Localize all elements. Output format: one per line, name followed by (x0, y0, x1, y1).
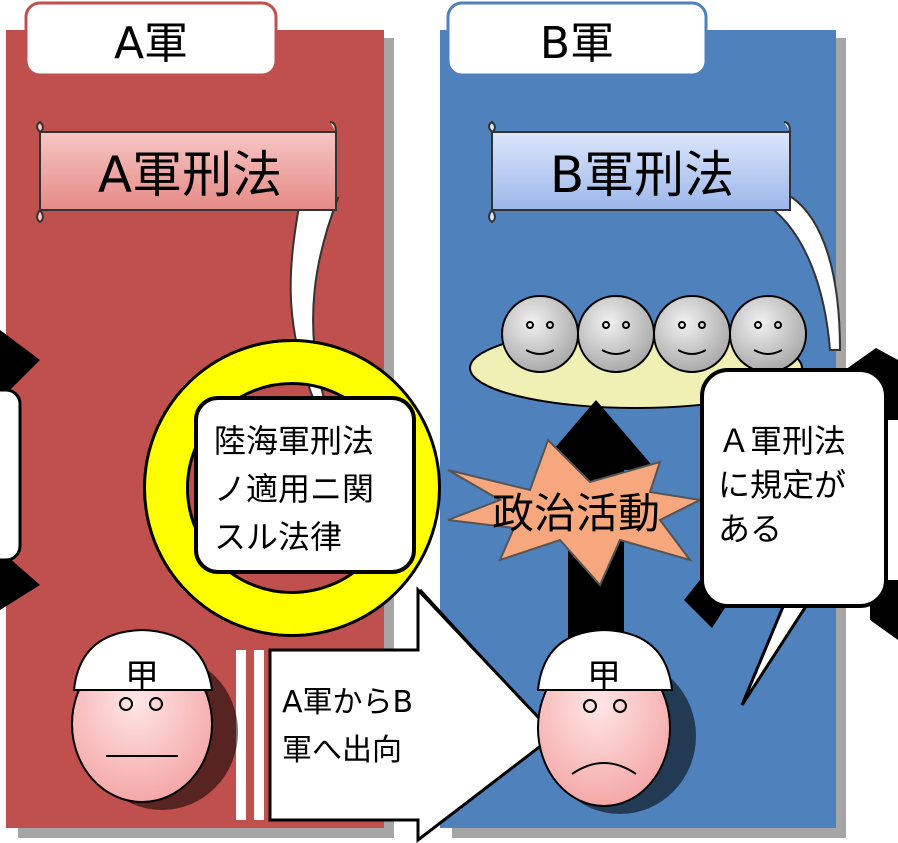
tab-a-title: A軍 (114, 18, 188, 69)
person-a: 甲 (71, 628, 238, 810)
center-callout-line-3: スル法律 (214, 518, 342, 556)
transfer-line-2: 軍へ出向 (282, 733, 402, 768)
transfer-line-1: A軍からB (282, 685, 413, 720)
law-a-title: A軍刑法 (98, 146, 282, 204)
center-callout-line-1: 陸海軍刑法 (214, 422, 374, 460)
crowd-face-1 (501, 295, 579, 373)
right-callout-line-3: ある (718, 510, 782, 548)
tab-a: A軍 (24, 1, 278, 77)
right-callout-line-2: に規定が (718, 466, 846, 504)
political-activity-burst: 政治活動 (447, 438, 704, 587)
crowd-face-2 (577, 295, 655, 373)
burst-label: 政治活動 (492, 489, 660, 538)
center-callout-line-2: ノ適用ニ関 (214, 470, 374, 508)
crowd-face-3 (653, 295, 731, 373)
law-a-scroll: A軍刑法 (36, 120, 337, 224)
tab-b-title: B軍 (540, 18, 614, 69)
person-a-label: 甲 (125, 657, 159, 697)
right-callout-line-1: Ａ軍刑法 (718, 422, 846, 460)
tab-b: B軍 (446, 1, 708, 77)
center-callout: 陸海軍刑法 ノ適用ニ関 スル法律 (194, 396, 416, 574)
left-callout-fragment (0, 330, 40, 610)
law-b-title: B軍刑法 (550, 146, 734, 204)
right-callout: Ａ軍刑法 に規定が ある (684, 348, 898, 706)
law-b-ribbon-tail (757, 194, 842, 351)
crowd-face-4 (729, 295, 807, 373)
highlight-ring-fill (146, 342, 438, 634)
person-b: 甲 (536, 628, 696, 814)
person-b-label: 甲 (587, 657, 621, 697)
law-b-scroll: B軍刑法 (488, 120, 791, 224)
transfer-arrow: A軍からB 軍へ出向 (236, 586, 558, 843)
